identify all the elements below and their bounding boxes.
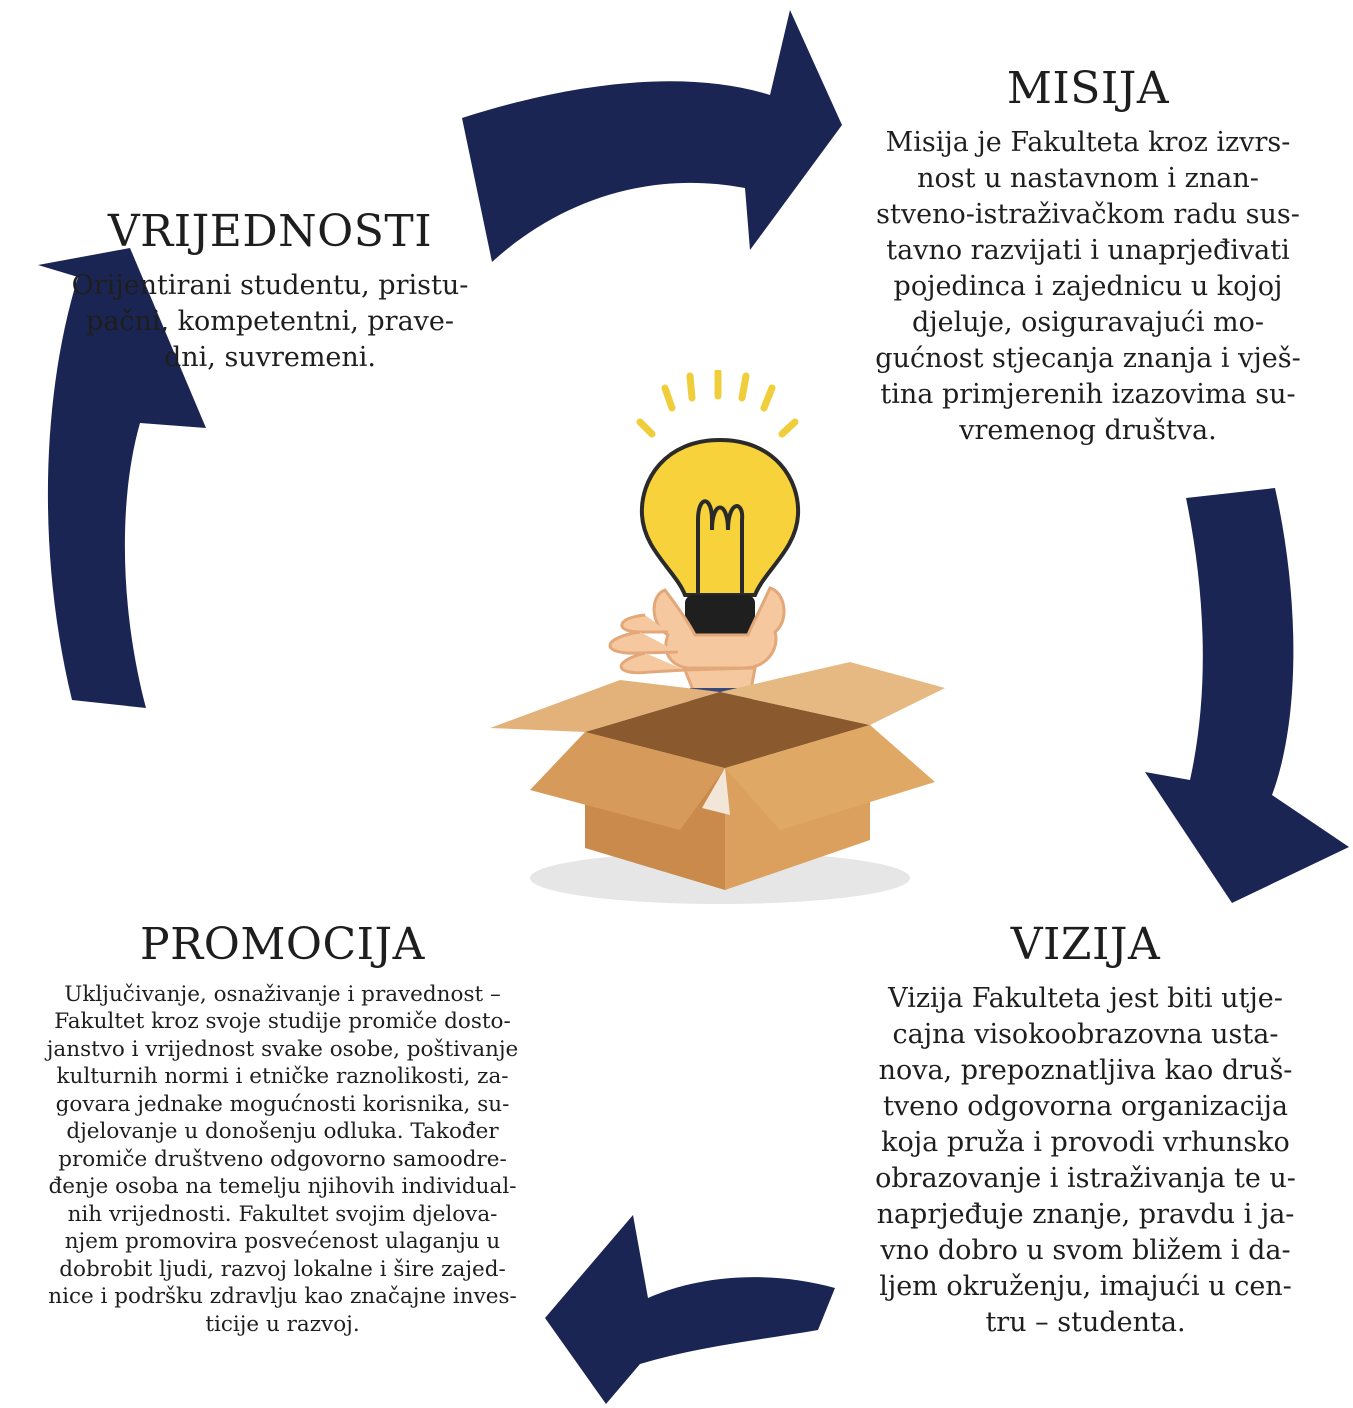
arrow-left-icon	[38, 248, 206, 708]
vizija-section: VIZIJA Vizija Fakulteta jest biti utje- …	[823, 919, 1348, 1341]
misija-text: Misija je Fakulteta kroz izvrs- nost u n…	[875, 126, 1301, 446]
lightbulb-hand-box-illustration	[490, 370, 945, 904]
vizija-title: VIZIJA	[1010, 919, 1161, 970]
box-flap-left	[490, 680, 720, 732]
arrow-right-icon	[1145, 488, 1349, 903]
light-rays-icon	[636, 370, 799, 438]
misija-section: MISIJA Misija je Fakulteta kroz izvrs- n…	[828, 63, 1348, 449]
arrow-top-icon	[462, 10, 842, 262]
box-flap-right	[720, 662, 945, 725]
lightbulb-icon	[639, 437, 801, 597]
vizija-text: Vizija Fakulteta jest biti utje- cajna v…	[875, 982, 1296, 1338]
promocija-title: PROMOCIJA	[140, 919, 425, 970]
vrijednosti-title: VRIJEDNOSTI	[107, 206, 433, 257]
arrow-bottom-icon	[545, 1215, 835, 1404]
promocija-section: PROMOCIJA Uključivanje, osnaživanje i pr…	[0, 919, 565, 1338]
vrijednosti-section: VRIJEDNOSTI Orijentirani studentu, prist…	[20, 206, 520, 376]
promocija-text: Uključivanje, osnaživanje i pravednost –…	[46, 981, 519, 1337]
misija-title: MISIJA	[1006, 63, 1170, 114]
vrijednosti-text: Orijentirani studentu, pristu- pačni, ko…	[71, 269, 469, 373]
